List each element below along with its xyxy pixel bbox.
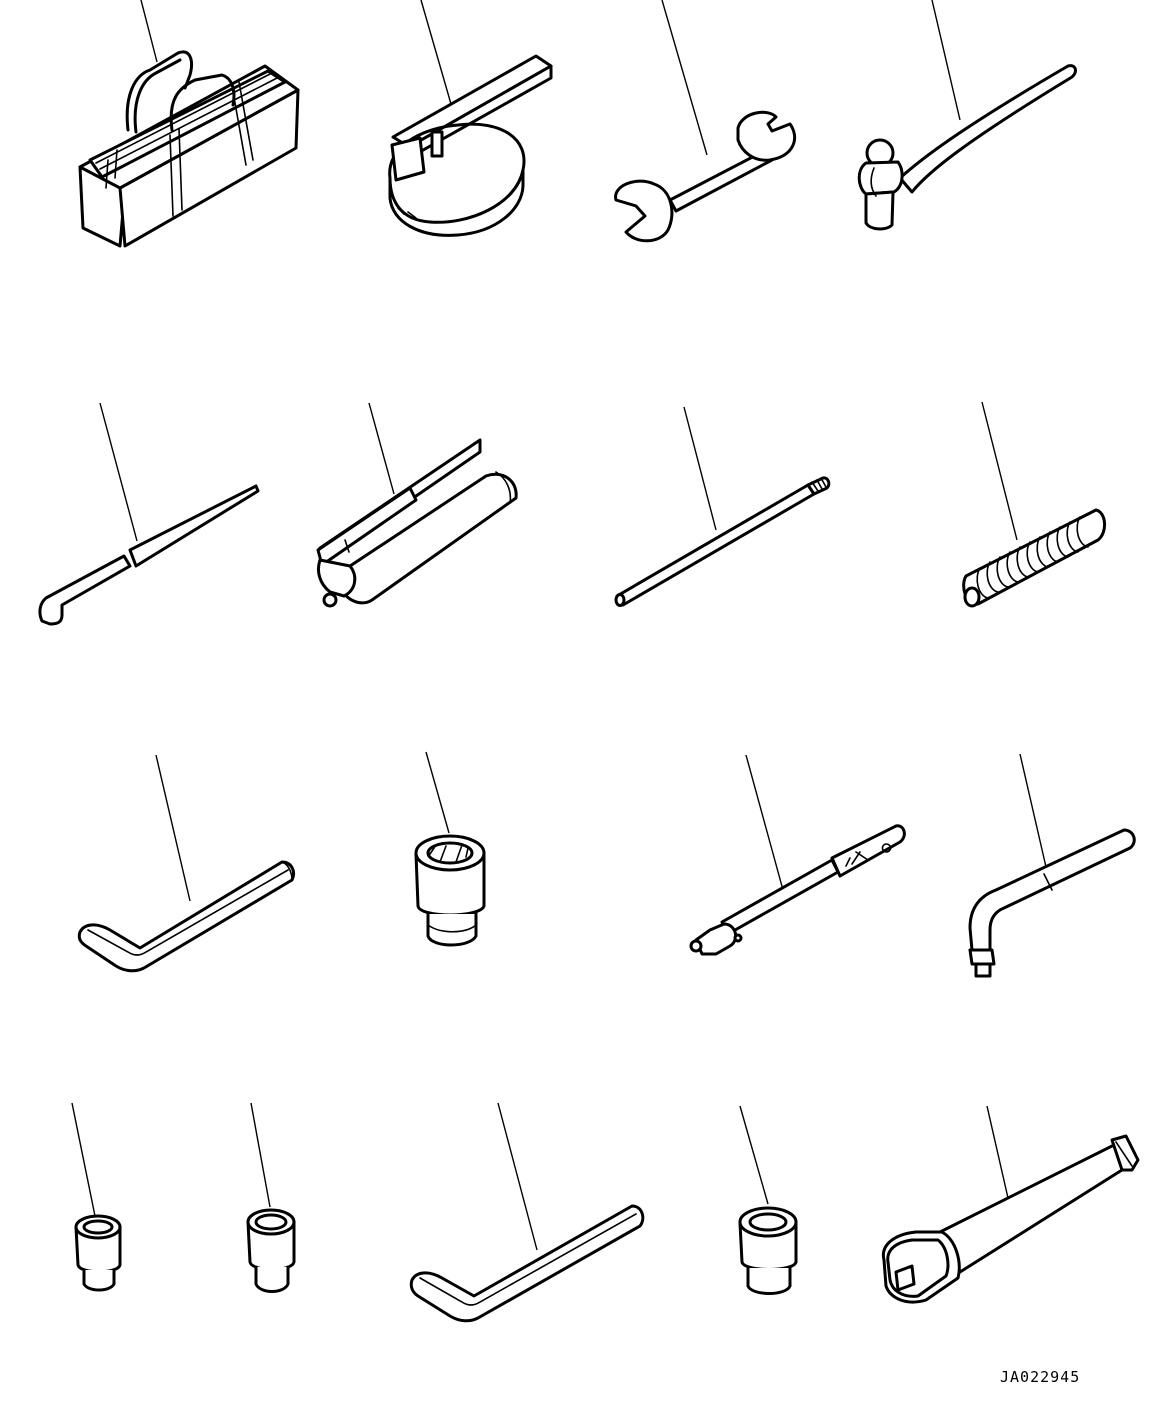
socket-small-a-icon (71, 1102, 122, 1292)
l-handle-icon (968, 753, 1136, 978)
drawing-code: JA022945 (1000, 1368, 1081, 1386)
hex-key-large-icon (77, 754, 296, 973)
open-end-wrench-icon (614, 0, 796, 243)
socket-large-icon (414, 751, 486, 947)
ball-peen-hammer-icon (857, 0, 1077, 231)
hex-key-small-icon (409, 1102, 645, 1323)
filter-wrench-icon (388, 0, 553, 237)
pry-bar-icon (38, 402, 260, 626)
coil-spring-icon (962, 401, 1106, 608)
extension-bar-icon (881, 1105, 1140, 1304)
socket-medium-icon (738, 1105, 798, 1295)
socket-handle-icon (689, 754, 906, 956)
socket-small-b-icon (246, 1102, 296, 1293)
extension-rod-icon (614, 406, 831, 607)
tool-bag-icon (78, 0, 300, 248)
grease-gun-icon (316, 402, 518, 608)
